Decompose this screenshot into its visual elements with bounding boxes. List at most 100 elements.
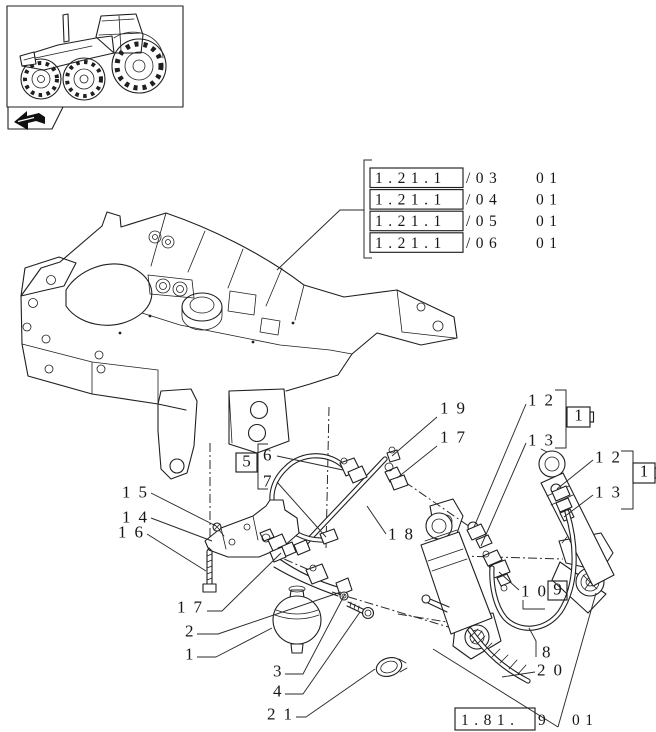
callout-1a[interactable]: 1 — [566, 406, 595, 428]
ref-sheet: 01 — [536, 170, 563, 187]
callout-12a[interactable]: 12 — [473, 391, 561, 528]
ref-variant: /05 — [466, 213, 502, 230]
leader-line — [146, 533, 207, 572]
leader-line — [276, 481, 327, 538]
thumbnail-panel[interactable] — [6, 5, 184, 130]
callout-2[interactable]: 2 — [185, 591, 342, 641]
ref-row-box — [369, 210, 464, 232]
axis-lines — [209, 406, 564, 630]
part-clevis-pin — [421, 594, 450, 613]
ref-row-04[interactable]: 1.21.1/04 01 — [369, 189, 563, 210]
part-cylinder-right — [538, 450, 615, 587]
callout-16[interactable]: 16 — [118, 523, 207, 572]
leader-line — [473, 403, 527, 528]
ref-row-box — [369, 167, 464, 189]
callout-label: 12 — [595, 448, 628, 467]
part-tee-fitting-17 — [384, 462, 409, 491]
callout-1[interactable]: 1 — [185, 627, 273, 664]
leader-line — [150, 517, 213, 542]
callout-label: 2 — [185, 622, 194, 641]
callout-label: 6 — [263, 446, 272, 465]
callout-label: 8 — [542, 643, 551, 662]
callout-label: 13 — [595, 483, 628, 502]
callout-label: 18 — [388, 525, 421, 544]
ref-code: 1.21.1 — [375, 235, 447, 252]
callout-label: 15 — [122, 483, 155, 502]
callout-1b[interactable]: 1 — [632, 462, 656, 484]
part-fittings-12-13-left — [466, 521, 493, 549]
callout-12b[interactable]: 12 — [556, 448, 628, 490]
ref-sheet: 01 — [536, 213, 563, 230]
callout-label: 19 — [440, 399, 473, 418]
callout-19[interactable]: 19 — [391, 399, 473, 457]
nav-cell-border — [7, 106, 64, 130]
callout-17a[interactable]: 17 — [396, 428, 473, 479]
callout-label: 13 — [528, 431, 561, 450]
callout-9[interactable]: 9 — [547, 580, 568, 601]
thumbnail-border — [6, 5, 184, 108]
ref-sheet: 01 — [536, 192, 563, 209]
bottom-ref-leader — [432, 648, 559, 728]
leader-line — [528, 627, 537, 657]
callout-label: 14 — [122, 508, 155, 527]
ref-code: 1.21.1 — [375, 213, 447, 230]
bottom-ref-sheet: 01 — [572, 712, 599, 729]
callout-label: 4 — [273, 682, 282, 701]
part-strap-2 — [269, 546, 353, 597]
callout-18[interactable]: 18 — [366, 505, 421, 544]
callout-10[interactable]: 10 — [498, 571, 554, 610]
callout-label: 21 — [267, 705, 300, 724]
bracket-3 — [555, 389, 567, 449]
leader-line — [480, 442, 527, 547]
leader-line — [285, 593, 346, 675]
callout-20[interactable]: 20 — [501, 661, 570, 680]
callout-21[interactable]: 21 — [267, 668, 376, 724]
callout-7[interactable]: 7 — [263, 472, 327, 538]
leader-line — [150, 492, 217, 527]
leader-line — [276, 455, 344, 471]
callout-13a[interactable]: 13 — [480, 431, 561, 547]
callout-13b[interactable]: 13 — [563, 483, 628, 518]
part-accumulator-1 — [272, 585, 322, 654]
ref-variant: /04 — [466, 192, 502, 209]
part-pipe-18 — [293, 456, 388, 556]
callout-box-tab — [654, 467, 656, 479]
leader-line — [522, 600, 545, 610]
ref-row-05[interactable]: 1.21.1/05 01 — [369, 210, 563, 232]
callout-label: 1 — [640, 462, 649, 481]
callout-8[interactable]: 8 — [528, 627, 551, 662]
leader-line — [563, 494, 594, 518]
ref-code: 1.21.1 — [375, 192, 447, 209]
callout-3[interactable]: 3 — [273, 593, 346, 681]
callout-label: 10 — [521, 582, 554, 601]
callout-label: 17 — [177, 598, 210, 617]
part-bolt-16 — [202, 547, 217, 593]
bracket-0 — [363, 159, 372, 259]
bottom-ref-code: 1.81. — [461, 712, 520, 729]
callout-5[interactable]: 5 — [235, 452, 258, 473]
leader-line — [296, 668, 376, 718]
callout-14[interactable]: 14 — [122, 508, 213, 542]
leader-line — [391, 416, 438, 457]
callout-box — [235, 452, 258, 473]
part-cylinder-left — [420, 512, 493, 635]
part-spiral-guard-20 — [467, 627, 531, 684]
callout-label: 9 — [553, 580, 562, 599]
callout-label: 7 — [263, 472, 272, 491]
leader-line — [396, 445, 438, 479]
callout-17b[interactable]: 17 — [177, 552, 282, 617]
callout-label: 3 — [273, 662, 282, 681]
callout-label: 12 — [528, 391, 561, 410]
leader-line — [498, 571, 520, 591]
back-arrow-icon[interactable] — [14, 111, 45, 130]
callout-6[interactable]: 6 — [263, 446, 344, 471]
callout-4[interactable]: 4 — [273, 611, 361, 701]
leader-line — [556, 459, 594, 490]
callout-15[interactable]: 15 — [122, 483, 217, 527]
